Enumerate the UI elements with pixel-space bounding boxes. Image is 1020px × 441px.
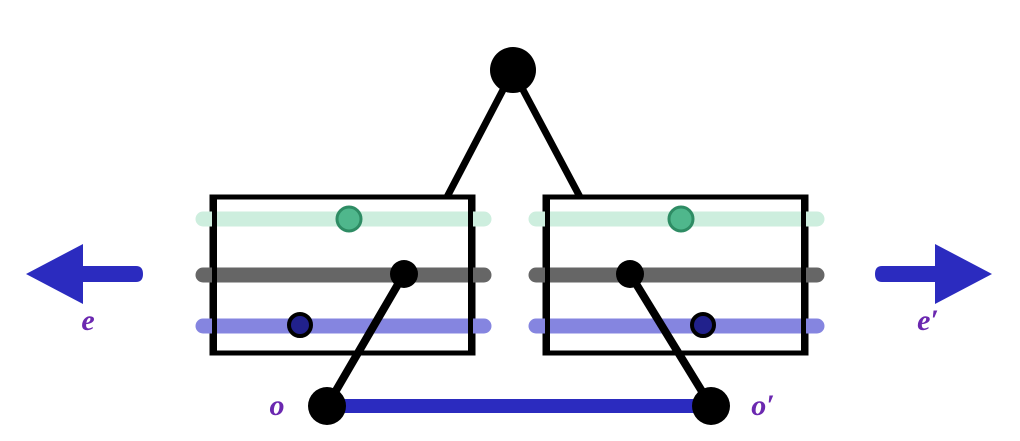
edge-root-to-right-box — [518, 86, 584, 199]
left-arrow-icon — [26, 244, 143, 304]
root-node — [490, 47, 536, 93]
navy-dot-left — [287, 312, 313, 338]
label-arrow-right: e′ — [917, 304, 939, 337]
side-arrows — [26, 244, 992, 304]
edge-root-to-left-box — [443, 86, 508, 199]
green-dot-left — [335, 205, 363, 233]
navy-dot-right — [690, 312, 716, 338]
label-node-left: o — [270, 389, 285, 422]
bottom-node-right — [692, 387, 730, 425]
edge-right-inner-to-bottom — [626, 271, 715, 409]
inner-node-left — [390, 260, 418, 288]
black-nodes — [308, 47, 730, 425]
right-arrow-icon — [875, 244, 992, 304]
inner-node-right — [616, 260, 644, 288]
box-vertical-edges — [212, 197, 806, 353]
label-arrow-left: e — [81, 304, 94, 337]
edge-left-inner-to-bottom — [323, 271, 408, 409]
root-edges — [443, 86, 584, 199]
green-dot-right — [667, 205, 695, 233]
label-node-right: o′ — [751, 389, 774, 422]
bottom-node-left — [308, 387, 346, 425]
inner-edges — [323, 271, 715, 409]
band-dots — [287, 205, 716, 338]
